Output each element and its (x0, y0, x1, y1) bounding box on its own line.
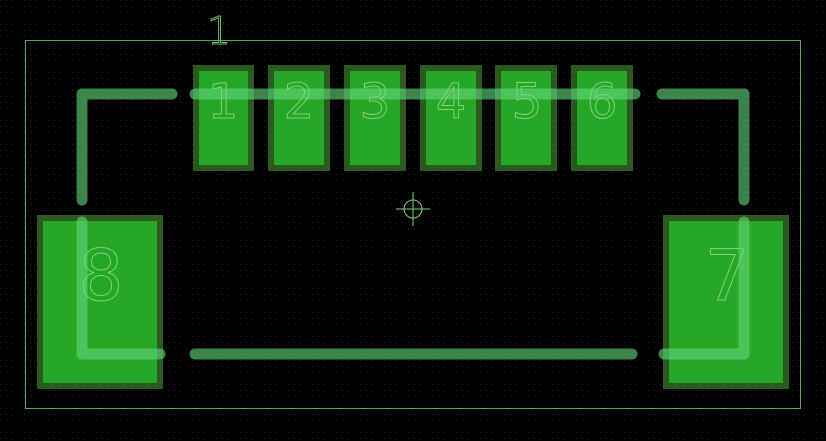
pad-8-label: 8 (79, 235, 124, 317)
board-outline (25, 40, 801, 409)
pad-4-label: 4 (436, 74, 467, 130)
silkscreen-outline (76, 88, 750, 360)
pad-1[interactable] (199, 71, 248, 165)
pad-3[interactable] (350, 71, 400, 165)
pad-3-label: 3 (360, 74, 391, 130)
reference-designator: 1 (207, 9, 231, 53)
pads-group (37, 65, 789, 389)
pad-6-label: 6 (587, 74, 618, 130)
pad-5-label: 5 (512, 74, 543, 130)
crosshair-origin-icon (396, 192, 430, 226)
pad-1-label: 1 (208, 74, 239, 130)
pad-7-label: 7 (705, 235, 750, 317)
pad-2[interactable] (274, 71, 324, 165)
pad-5[interactable] (501, 71, 551, 165)
pad-4[interactable] (426, 71, 476, 165)
pad-2-label: 2 (284, 74, 315, 130)
pad-6[interactable] (577, 71, 627, 165)
